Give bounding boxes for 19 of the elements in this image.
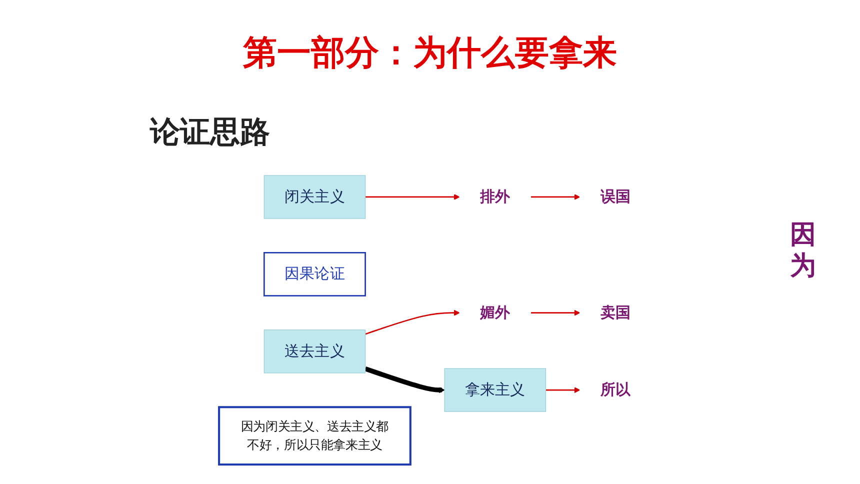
arrow [365, 310, 460, 335]
node-box: 因果论证 [263, 252, 366, 296]
arrow [530, 194, 580, 200]
arrow [365, 194, 460, 200]
title: 第一部分：为什么要拿来 [242, 32, 618, 75]
node-text: 所以 [600, 382, 630, 399]
node-box: 送去主义 [264, 330, 366, 374]
node-text: 误国 [600, 188, 630, 206]
arrow [364, 366, 445, 394]
node-text: 媚外 [480, 304, 510, 322]
node-box: 拿来主义 [444, 368, 546, 412]
subtitle: 论证思路 [150, 114, 270, 152]
node-text: 卖国 [600, 304, 630, 322]
node-box: 因为闭关主义、送去主义都不好，所以只能拿来主义 [218, 406, 412, 466]
node-text: 排外 [480, 188, 510, 206]
arrow [546, 387, 580, 394]
note: 因为 [790, 220, 817, 282]
node-box: 闭关主义 [264, 175, 366, 219]
arrow [530, 310, 580, 316]
